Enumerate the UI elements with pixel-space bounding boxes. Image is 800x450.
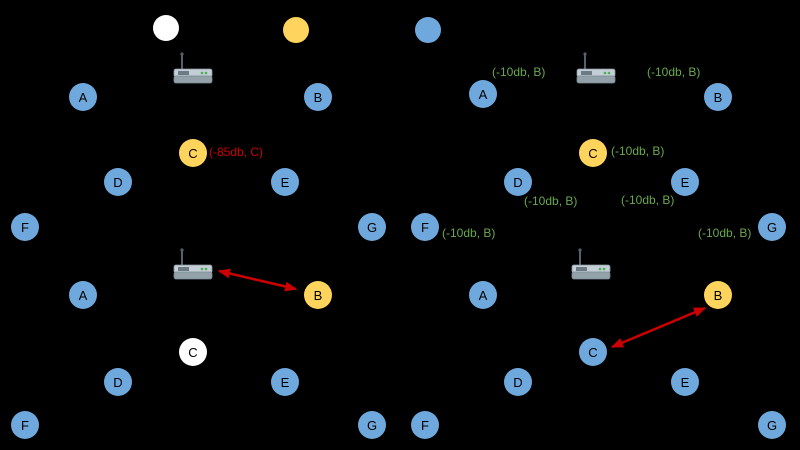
node-bottom-right-a: A [469,281,497,309]
legend-dot-blue [415,17,441,43]
node-bottom-left-a: A [69,281,97,309]
annotation-top-right-2: (-10db, B) [611,144,665,158]
legend-dot-white [153,15,179,41]
node-top-right-b: B [704,83,732,111]
annotation-top-right-6: (-10db, B) [698,226,752,240]
router-top-right [574,51,618,91]
wifi-router-icon [173,248,213,280]
node-top-left-a: A [69,83,97,111]
node-bottom-left-f: F [11,411,39,439]
node-top-right-d: D [504,168,532,196]
annotation-top-left-0: (-85db, C) [209,145,264,159]
router-bottom-right [569,247,613,287]
node-bottom-right-d: D [504,368,532,396]
node-bottom-right-c: C [579,338,607,366]
node-top-right-e: E [671,168,699,196]
node-top-left-b: B [304,83,332,111]
annotation-top-right-3: (-10db, B) [524,194,578,208]
legend-dot-yellow [283,17,309,43]
node-bottom-left-b: B [304,281,332,309]
wifi-router-icon [576,52,616,84]
node-top-left-g: G [358,213,386,241]
annotation-top-right-0: (-10db, B) [492,65,546,79]
node-bottom-right-g: G [758,411,786,439]
node-bottom-right-b: B [704,281,732,309]
node-top-right-g: G [758,213,786,241]
signal-arrow-bottom-right-0 [611,306,706,349]
node-top-right-f: F [411,213,439,241]
annotation-top-right-1: (-10db, B) [647,65,701,79]
node-top-right-a: A [469,80,497,108]
router-top-left [171,51,215,91]
node-top-left-c: C [179,139,207,167]
node-bottom-left-c: C [179,338,207,366]
node-top-left-f: F [11,213,39,241]
annotation-top-right-5: (-10db, B) [442,226,496,240]
node-bottom-left-e: E [271,368,299,396]
node-top-right-c: C [579,139,607,167]
wifi-router-icon [173,52,213,84]
signal-arrow-bottom-left-0 [218,268,297,292]
router-bottom-left [171,247,215,287]
node-bottom-left-g: G [358,411,386,439]
node-bottom-right-f: F [411,411,439,439]
wifi-router-icon [571,248,611,280]
node-top-left-e: E [271,168,299,196]
node-top-left-d: D [104,168,132,196]
node-bottom-left-d: D [104,368,132,396]
node-bottom-right-e: E [671,368,699,396]
annotation-top-right-4: (-10db, B) [621,193,675,207]
